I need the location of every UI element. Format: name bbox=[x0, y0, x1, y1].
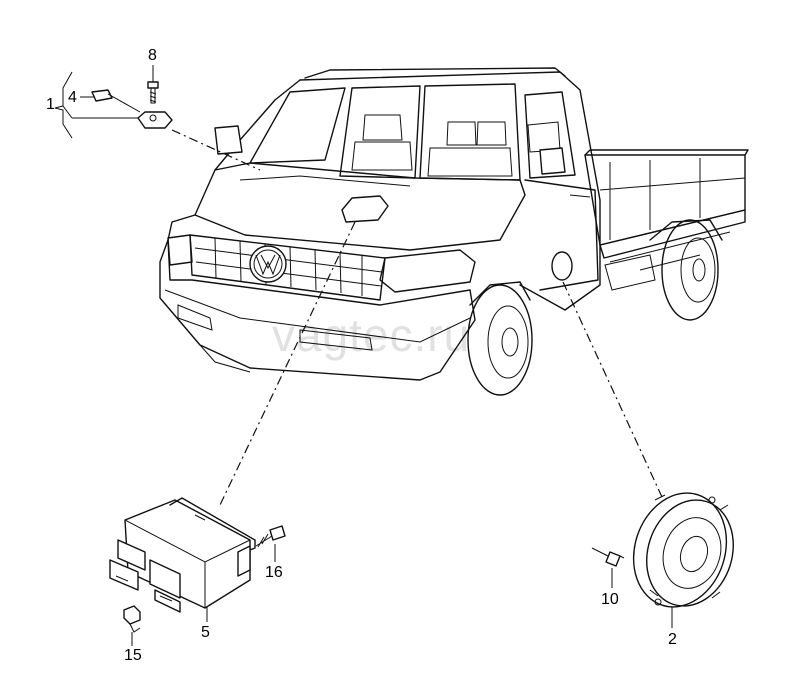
leader-lines bbox=[171, 129, 663, 506]
callout-4: 4 bbox=[68, 89, 77, 106]
control-unit bbox=[109, 497, 286, 633]
sensor-assembly bbox=[54, 65, 173, 139]
callout-8: 8 bbox=[148, 47, 157, 64]
callout-2: 2 bbox=[668, 631, 677, 648]
callout-1: 1 bbox=[46, 96, 55, 113]
callout-15: 15 bbox=[124, 647, 142, 664]
pickup-truck bbox=[159, 67, 749, 396]
callout-10: 10 bbox=[601, 591, 619, 608]
callout-ticks bbox=[131, 544, 673, 646]
callout-16: 16 bbox=[265, 564, 283, 581]
speaker-assembly bbox=[591, 492, 734, 608]
callout-5: 5 bbox=[201, 624, 210, 641]
